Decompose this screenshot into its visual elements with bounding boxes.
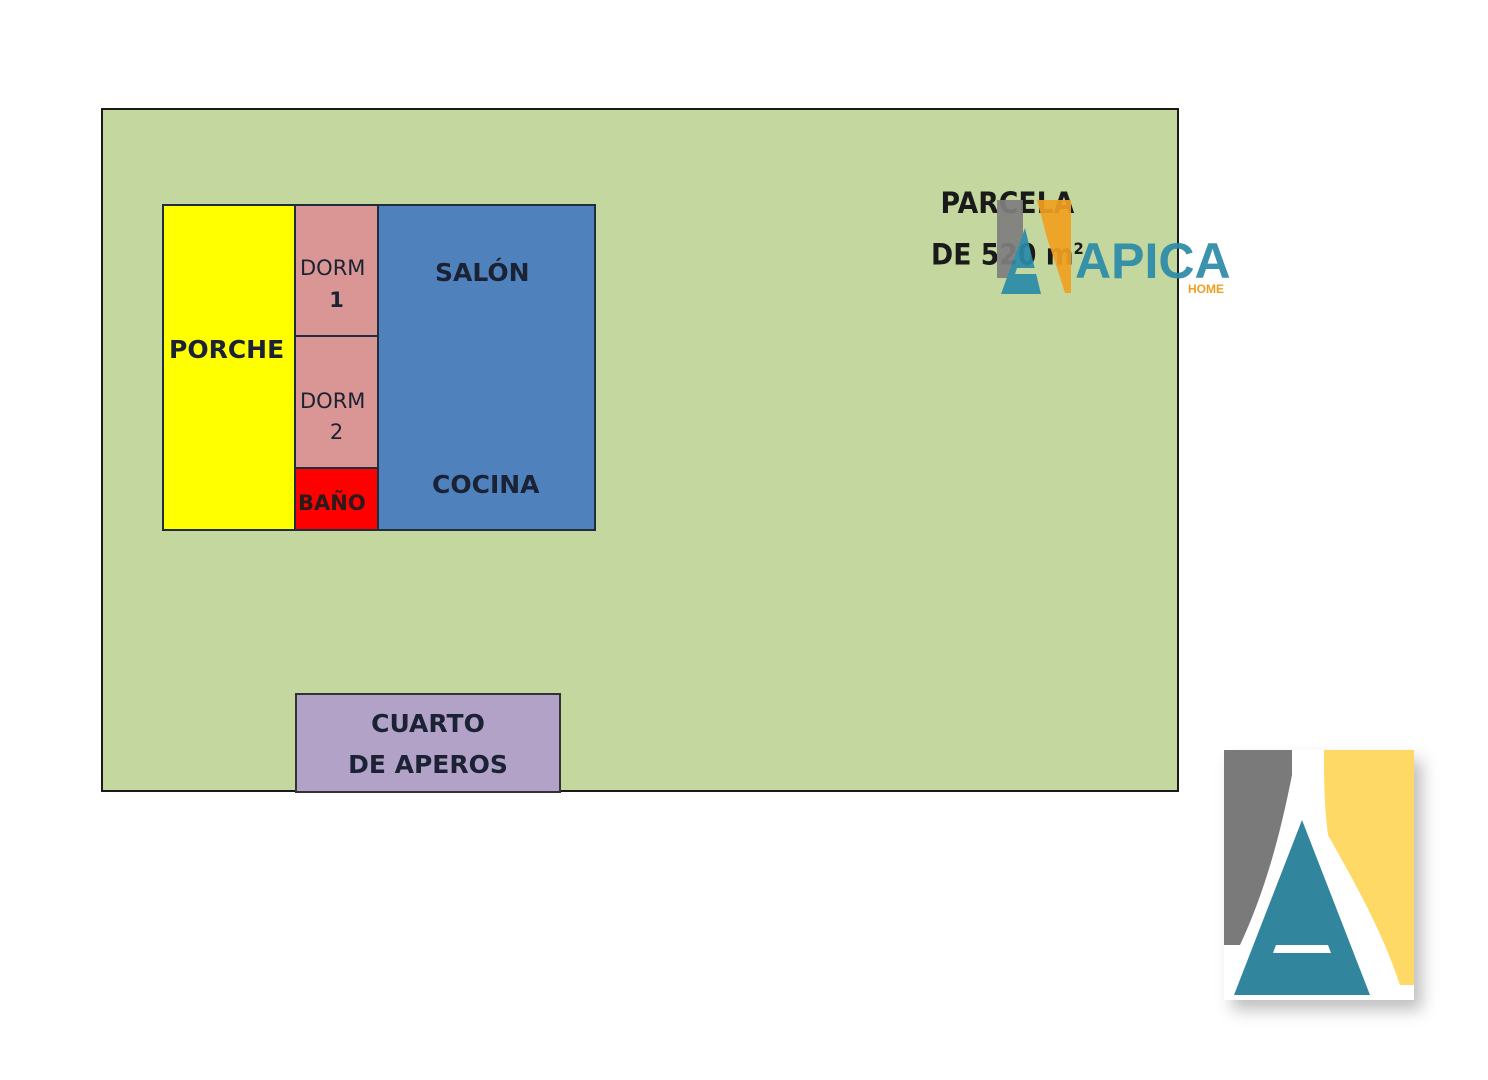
dorm-2-number: 2 (329, 420, 344, 444)
apica-logo-large (1224, 750, 1414, 1000)
cocina-label: COCINA (432, 470, 540, 499)
logo-large-gray (1224, 750, 1292, 945)
room-cuarto-aperos: CUARTO DE APEROS (295, 693, 561, 793)
aperos-label-line2: DE APEROS (348, 750, 508, 779)
plot-title-unit-exponent: 2 (1073, 239, 1084, 258)
salon-label: SALÓN (435, 258, 530, 287)
apica-watermark-logo: APICA HOME (997, 200, 1231, 296)
logo-brand-text: APICA (1075, 233, 1231, 289)
room-bano: BAÑO (294, 467, 379, 531)
logo-orange-band (1037, 200, 1071, 293)
logo-sub-text: HOME (1188, 282, 1224, 296)
logo-teal-a (1001, 228, 1041, 294)
room-dorm-2: DORM 2 (294, 335, 379, 469)
logo-large-a-crossbar (1273, 945, 1331, 953)
logo-large-yellow (1324, 750, 1414, 985)
bano-label: BAÑO (298, 491, 366, 515)
dorm-2-label: DORM (300, 389, 366, 413)
room-porche: PORCHE (162, 204, 296, 531)
aperos-label-line1: CUARTO (371, 709, 485, 738)
logo-a-crossbar (1015, 268, 1037, 274)
logo-large-teal-a (1234, 820, 1370, 995)
dorm-1-number: 1 (329, 288, 344, 312)
porche-label: PORCHE (169, 335, 285, 364)
room-dorm-1: DORM 1 (294, 204, 379, 337)
dorm-1-label: DORM (300, 256, 366, 280)
room-salon-cocina: SALÓN COCINA (377, 204, 596, 531)
